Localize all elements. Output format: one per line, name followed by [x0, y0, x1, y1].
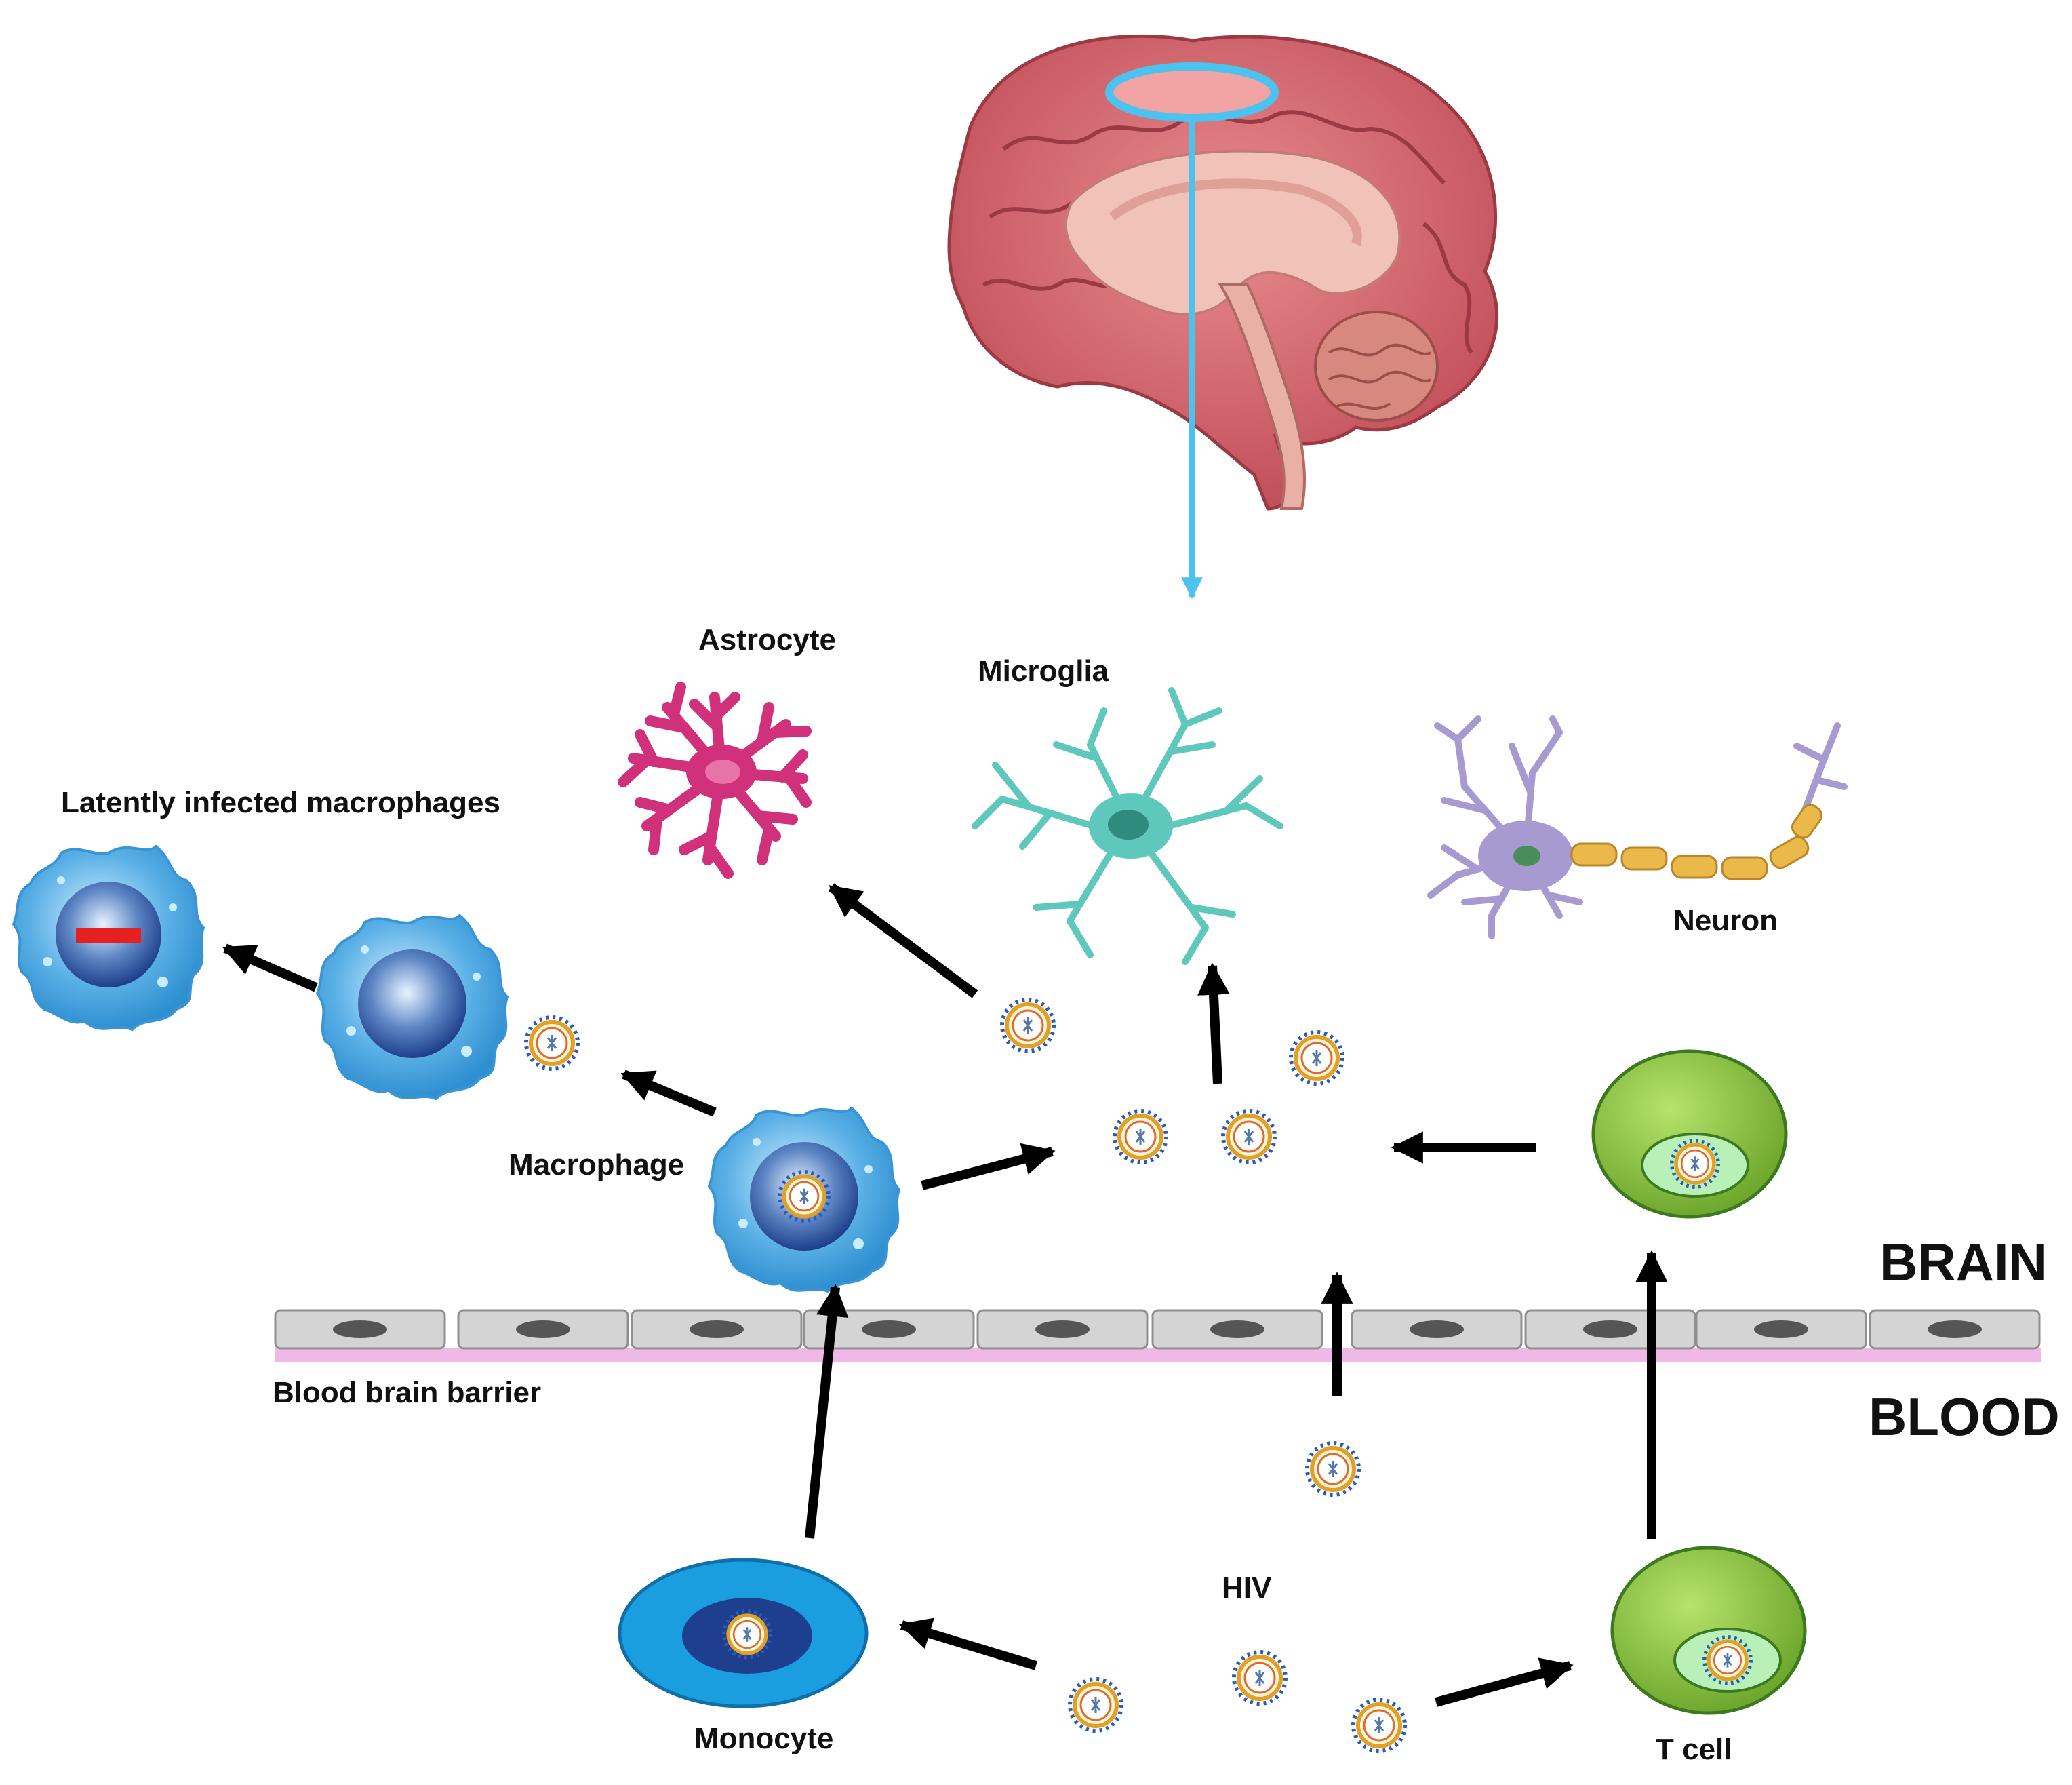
arrow-macrophage-to-latent [222, 943, 318, 992]
blood-brain-barrier-label: Blood brain barrier [273, 1376, 541, 1409]
hiv-virion-icon [1353, 1700, 1405, 1751]
neuron-icon [1427, 715, 1848, 939]
latently-infected-macrophage-icon [12, 845, 205, 1031]
endothelial-cell-icon [274, 1309, 446, 1350]
endothelial-cell-icon [1869, 1309, 2041, 1350]
blood-brain-barrier [274, 1309, 2041, 1362]
endothelial-cell-icon [1151, 1309, 1323, 1350]
endothelial-cell-icon [1695, 1309, 1867, 1350]
microglia-icon [972, 687, 1283, 965]
hiv-label: HIV [1222, 1571, 1272, 1605]
monocyte-label: Monocyte [694, 1722, 833, 1755]
endothelial-cell-icon [976, 1309, 1149, 1350]
astrocyte-label: Astrocyte [698, 623, 836, 656]
hiv-virion-icon [1002, 1000, 1054, 1051]
arrow-hiv-to-monocyte [898, 1617, 1038, 1670]
monocyte-icon [618, 1558, 869, 1708]
arrow-macrophage-to-free-hiv [921, 1143, 1056, 1190]
pathway-arrows [222, 883, 1668, 1707]
t-cell-label: T cell [1656, 1733, 1732, 1766]
endothelial-cell-row [274, 1309, 2041, 1350]
infected-macrophage-icon [708, 1107, 900, 1293]
arrow-macrophage-to-macrophage [620, 1070, 717, 1117]
hiv-virion-icon [1307, 1443, 1359, 1495]
hiv-virion-icon [1223, 1111, 1275, 1162]
brain-icon [947, 34, 1499, 511]
endothelial-cell-icon [1524, 1309, 1696, 1350]
latently-infected-macrophages-label: Latently infected macrophages [61, 786, 500, 819]
brain-region-marker [1105, 62, 1279, 122]
macrophage-label: Macrophage [509, 1148, 684, 1181]
endothelial-cell-icon [457, 1309, 629, 1350]
endothelial-cell-icon [1351, 1309, 1523, 1350]
blood-compartment-label: BLOOD [1869, 1387, 2060, 1447]
neuron-label: Neuron [1673, 904, 1778, 937]
t-cell-blood-icon [1610, 1546, 1807, 1715]
hiv-virion-icon [1070, 1679, 1121, 1731]
arrow-monocyte-to-macrophage [805, 1284, 849, 1539]
arrow-hiv-to-microglia [1197, 962, 1230, 1084]
hiv-virion-icon [526, 1017, 578, 1069]
barrier-basement-membrane [275, 1348, 2041, 1362]
hiv-virion-icon [1291, 1032, 1342, 1084]
microglia-label: Microglia [978, 654, 1109, 688]
brain-compartment-label: BRAIN [1879, 1232, 2047, 1292]
arrow-hiv-to-tcell [1435, 1658, 1574, 1707]
macrophage-icon [316, 914, 509, 1100]
arrow-hiv-to-astrocyte [828, 883, 978, 998]
t-cell-brain-icon [1591, 1049, 1788, 1219]
latency-marker [76, 928, 141, 943]
hiv-virion-icon [1115, 1111, 1166, 1162]
astrocyte-icon [618, 682, 812, 879]
hiv-virion-icon [1234, 1652, 1286, 1704]
endothelial-cell-icon [631, 1309, 803, 1350]
